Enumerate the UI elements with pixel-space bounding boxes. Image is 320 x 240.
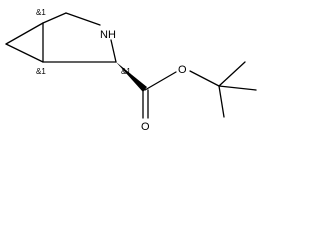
- bond-n3-c2: [110, 39, 117, 63]
- bond-ester-o-tbu: [189, 70, 220, 87]
- ester-oxygen-label: O: [178, 64, 187, 76]
- stereo-label-c1: &1: [36, 8, 46, 17]
- bond-c6-c5: [5, 43, 44, 63]
- bond-c1-c4: [42, 12, 67, 24]
- bond-tbu-methyl-bottom: [218, 85, 225, 118]
- nitrogen-label: NH: [100, 29, 116, 41]
- bond-c4-n3: [65, 12, 101, 26]
- bond-tbu-methyl-top: [218, 61, 246, 87]
- bond-tbu-methyl-right: [218, 85, 257, 91]
- bond-carbonyl-ester-o: [144, 71, 177, 91]
- molecule-structure: NH O O &1 &1 &1: [5, 8, 257, 132]
- stereo-label-c5: &1: [36, 67, 46, 76]
- wedge-bond-c2-carbonyl: [116, 62, 147, 92]
- bond-c6-c1: [5, 22, 44, 45]
- carbonyl-oxygen-label: O: [141, 121, 150, 132]
- stereo-label-c2: &1: [121, 67, 131, 76]
